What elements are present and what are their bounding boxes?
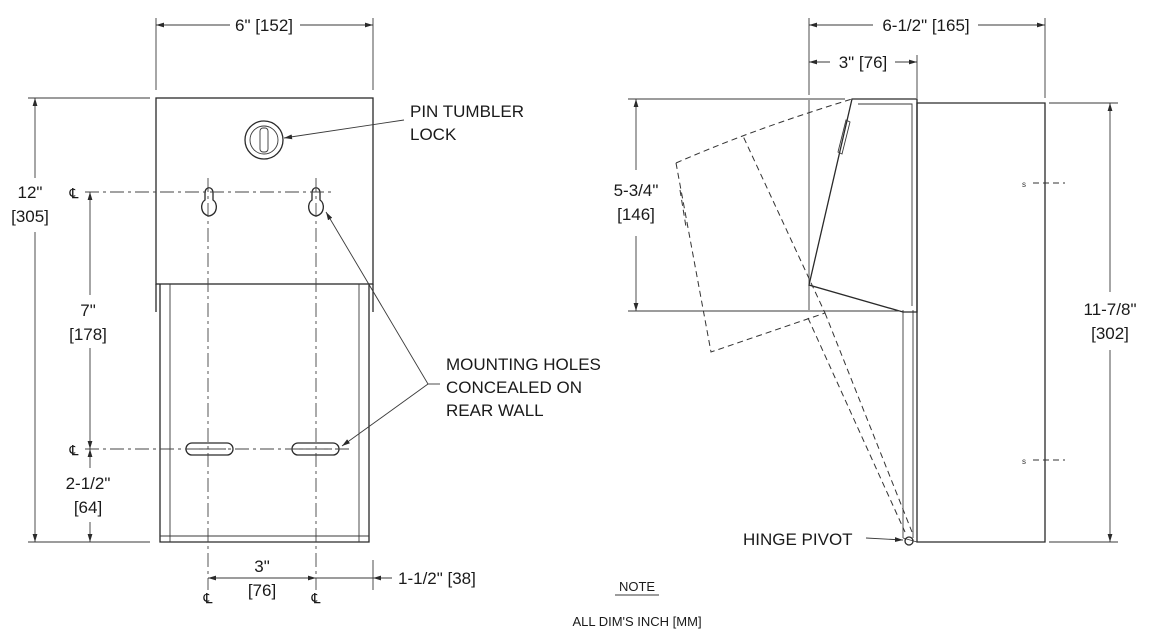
bottom-offset-dimension-mm: [64]	[74, 498, 102, 517]
side-partial-depth-dimension: 3" [76]	[839, 53, 888, 72]
mounting-holes-label-line2: CONCEALED ON	[446, 378, 582, 397]
keyhole-mount-left-icon	[201, 187, 217, 217]
hole-vertical-dimension-mm: [178]	[69, 325, 107, 344]
lock-label-line1: PIN TUMBLER	[410, 102, 524, 121]
hinge-pivot-label: HINGE PIVOT	[743, 530, 853, 549]
front-height-dimension: 12"	[18, 183, 43, 202]
front-upper-housing	[155, 97, 374, 285]
side-door-closed	[808, 98, 918, 313]
front-width-dimension: 6" [152]	[235, 16, 293, 35]
bottom-offset-dimension: 2-1/2"	[66, 474, 111, 493]
note-title: NOTE	[619, 579, 655, 594]
side-offset-dimension: 1-1/2" [38]	[398, 569, 476, 588]
side-mark-upper: s	[1022, 180, 1026, 189]
side-mark-lower: s	[1022, 457, 1026, 466]
front-height-dimension-mm: [305]	[11, 207, 49, 226]
note-text: ALL DIM'S INCH [MM]	[572, 614, 701, 629]
hole-spacing-dimension-mm: [76]	[248, 581, 276, 600]
front-lower-housing	[159, 284, 370, 543]
centerline-symbol-lower: ℄	[69, 442, 79, 458]
hole-vertical-dimension: 7"	[80, 301, 96, 320]
hole-spacing-dimension: 3"	[254, 557, 270, 576]
mounting-holes-label-line1: MOUNTING HOLES	[446, 355, 601, 374]
centerline-symbol-right: ℄	[311, 590, 321, 606]
side-depth-dimension: 6-1/2" [165]	[882, 16, 969, 35]
mounting-holes-label-line3: REAR WALL	[446, 401, 544, 420]
side-overall-dimension-mm: [302]	[1091, 324, 1129, 343]
side-overall-dimension: 11-7/8"	[1084, 300, 1137, 319]
lock-label-line2: LOCK	[410, 125, 457, 144]
side-cabinet	[916, 102, 1046, 543]
side-upper-dimension: 5-3/4"	[614, 181, 659, 200]
pin-tumbler-lock-icon	[244, 120, 284, 160]
keyhole-mount-right-icon	[308, 187, 324, 217]
front-view: 6" [152] 12" [305] 7" [178] 2-1/2" [64] …	[11, 16, 601, 606]
side-upper-dimension-mm: [146]	[617, 205, 655, 224]
hinge-pivot-icon	[904, 536, 914, 546]
centerline-symbol-upper: ℄	[69, 185, 79, 201]
note-block: NOTE ALL DIM'S INCH [MM]	[572, 579, 701, 629]
centerline-symbol-left: ℄	[203, 590, 213, 606]
side-view: HINGE PIVOT s s 6-1/2" [165] 3" [76] 5-3…	[614, 16, 1137, 549]
